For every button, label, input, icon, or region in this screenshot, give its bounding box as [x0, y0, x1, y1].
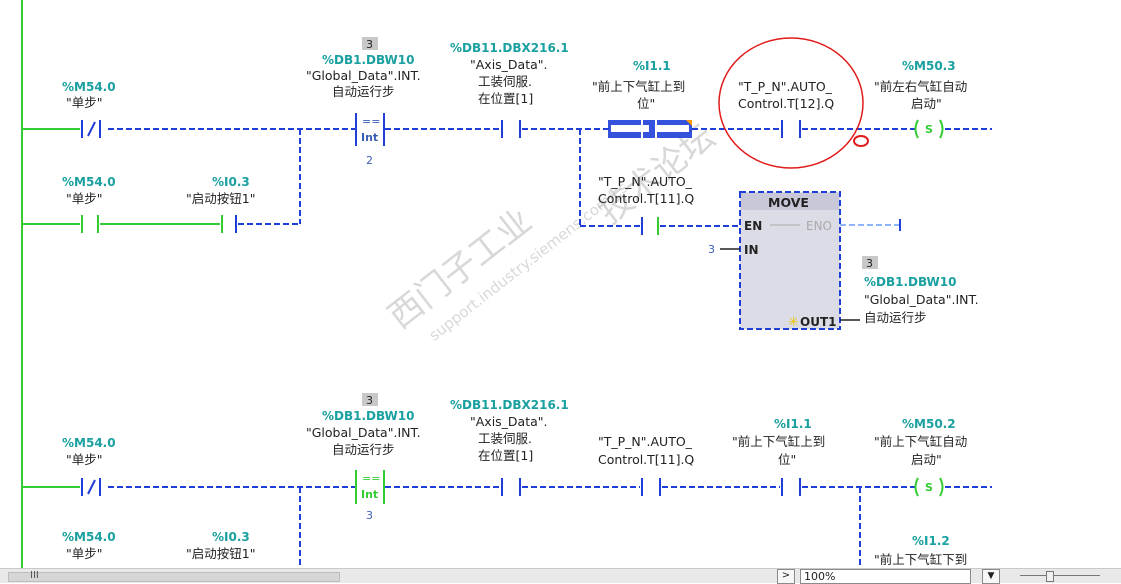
ladder-diagram: 西门子工业 support.industry.siemens.com/cs 技术… [21, 0, 992, 568]
n1-cmp-op: == [362, 115, 380, 128]
n2-cmp-address: %DB1.DBW10 [322, 409, 414, 423]
n2-contact-t11[interactable] [641, 478, 661, 496]
n2-cmp-type: Int [361, 488, 378, 501]
n2-axis-symbol2: 工装伺服. [478, 431, 532, 446]
n1-cmp-type: Int [361, 131, 378, 144]
move-out-address: %DB1.DBW10 [864, 275, 956, 289]
n1-axis-symbol1: "Axis_Data". [470, 57, 548, 72]
scrollbar-grip-icon[interactable]: III [30, 570, 39, 581]
n2-m540b-address: %M54.0 [62, 530, 116, 544]
n2-t11-symbol1: "T_P_N".AUTO_ [598, 434, 693, 449]
n1-t12-symbol2: Control.T[12].Q [738, 96, 834, 111]
n1-m503-symbol1: "前左右气缸自动 [874, 79, 967, 94]
n1-contact-t12[interactable] [781, 120, 801, 138]
n1-t11-symbol1: "T_P_N".AUTO_ [598, 174, 693, 189]
n1-axis-address: %DB11.DBX216.1 [450, 41, 569, 55]
n2-cmp-value: 3 [366, 394, 373, 407]
n2-m502-address: %M50.2 [902, 417, 956, 431]
n2-axis-symbol3: 在位置[1] [478, 448, 533, 463]
svg-text:S: S [925, 123, 933, 136]
n2-i03-symbol: "启动按钮1" [186, 546, 255, 561]
move-out-value-box [862, 256, 878, 269]
n2-cmp-right-value: 3 [366, 509, 373, 522]
status-bar: III > 100% ▼ [0, 568, 1121, 584]
n2-i11-symbol2: 位" [778, 452, 796, 467]
horizontal-scrollbar[interactable] [8, 572, 340, 582]
n2-m540-address: %M54.0 [62, 436, 116, 450]
n1-i03-address: %I0.3 [212, 175, 250, 189]
svg-text:S: S [925, 481, 933, 494]
move-en-pin: EN [744, 219, 762, 233]
n2-cmp-op: == [362, 472, 380, 485]
n1-m540b-symbol: "单步" [66, 191, 103, 206]
n1-i11-symbol1: "前上下气缸上到 [592, 79, 685, 94]
move-block[interactable]: MOVE EN ENO IN ✳ OUT1 [739, 191, 841, 330]
move-out-symbol2: 自动运行步 [864, 310, 927, 325]
n2-m502-symbol1: "前上下气缸自动 [874, 434, 967, 449]
n1-contact-m540-nc[interactable] [81, 120, 101, 138]
n1-contact-axis[interactable] [501, 120, 521, 138]
n1-cmp-symbol2: 自动运行步 [332, 84, 395, 99]
n2-t11-symbol2: Control.T[11].Q [598, 452, 694, 467]
n1-cmp-value: 3 [366, 38, 373, 51]
n1-contact-t11[interactable] [641, 217, 659, 235]
n2-i12-address: %I1.2 [912, 534, 950, 548]
ladder-editor-canvas[interactable]: 西门子工业 support.industry.siemens.com/cs 技术… [0, 0, 1121, 568]
n2-contact-axis[interactable] [501, 478, 521, 496]
n1-contact-i03[interactable] [221, 215, 237, 233]
n1-contact-i11-selected[interactable] [608, 118, 692, 140]
move-out-star-icon: ✳ [788, 315, 799, 330]
n1-axis-symbol3: 在位置[1] [478, 91, 533, 106]
n2-m502-symbol2: 启动" [911, 452, 942, 467]
n2-i03-address: %I0.3 [212, 530, 250, 544]
n2-compare-instruction[interactable]: == Int [355, 470, 385, 504]
n1-t11-symbol2: Control.T[11].Q [598, 191, 694, 206]
n1-cmp-address: %DB1.DBW10 [322, 53, 414, 67]
n2-i12-symbol1: "前上下气缸下到 [874, 552, 967, 567]
n2-m540b-symbol: "单步" [66, 546, 103, 561]
n1-cmp-symbol1: "Global_Data".INT. [306, 68, 421, 83]
n2-cmp-symbol2: 自动运行步 [332, 442, 395, 457]
n1-t12-symbol1: "T_P_N".AUTO_ [738, 79, 833, 94]
n1-cmp-right-value: 2 [366, 154, 373, 167]
watermark: 西门子工业 support.industry.siemens.com/cs [381, 178, 631, 344]
n1-i11-address: %I1.1 [633, 59, 671, 73]
n2-i11-symbol1: "前上下气缸上到 [732, 434, 825, 449]
n1-m540b-address: %M54.0 [62, 175, 116, 189]
n1-axis-symbol2: 工装伺服. [478, 74, 532, 89]
highlight-circle-annotation [718, 37, 869, 169]
move-eno-pin: ENO [806, 219, 832, 233]
n2-cmp-value-box [362, 393, 378, 406]
n1-m540-address: %M54.0 [62, 80, 116, 94]
n2-contact-i11[interactable] [781, 478, 801, 496]
n1-i11-symbol2: 位" [637, 96, 655, 111]
n1-coil-set-m503[interactable]: S [914, 119, 944, 139]
n2-cmp-symbol1: "Global_Data".INT. [306, 425, 421, 440]
move-out-value: 3 [866, 257, 873, 270]
n2-coil-set-m502[interactable]: S [914, 477, 944, 497]
move-in-value: 3 [708, 243, 715, 256]
move-out-pin: OUT1 [800, 315, 836, 329]
zoom-slider-thumb[interactable] [1046, 571, 1054, 582]
move-title: MOVE [768, 195, 809, 210]
n1-m540-symbol: "单步" [66, 95, 103, 110]
n1-m503-symbol2: 启动" [911, 96, 942, 111]
move-out-symbol1: "Global_Data".INT. [864, 292, 979, 307]
zoom-slider-track[interactable] [1020, 575, 1100, 576]
n1-cmp-value-box [362, 37, 378, 50]
n2-axis-address: %DB11.DBX216.1 [450, 398, 569, 412]
n1-i03-symbol: "启动按钮1" [186, 191, 255, 206]
move-in-pin: IN [744, 243, 759, 257]
n1-contact-m540-no[interactable] [81, 215, 99, 233]
n2-contact-m540-nc[interactable] [81, 478, 101, 496]
n2-i11-address: %I1.1 [774, 417, 812, 431]
n1-compare-instruction[interactable]: == Int [355, 113, 385, 146]
n1-m503-address: %M50.3 [902, 59, 956, 73]
n2-m540-symbol: "单步" [66, 452, 103, 467]
n2-axis-symbol1: "Axis_Data". [470, 414, 548, 429]
